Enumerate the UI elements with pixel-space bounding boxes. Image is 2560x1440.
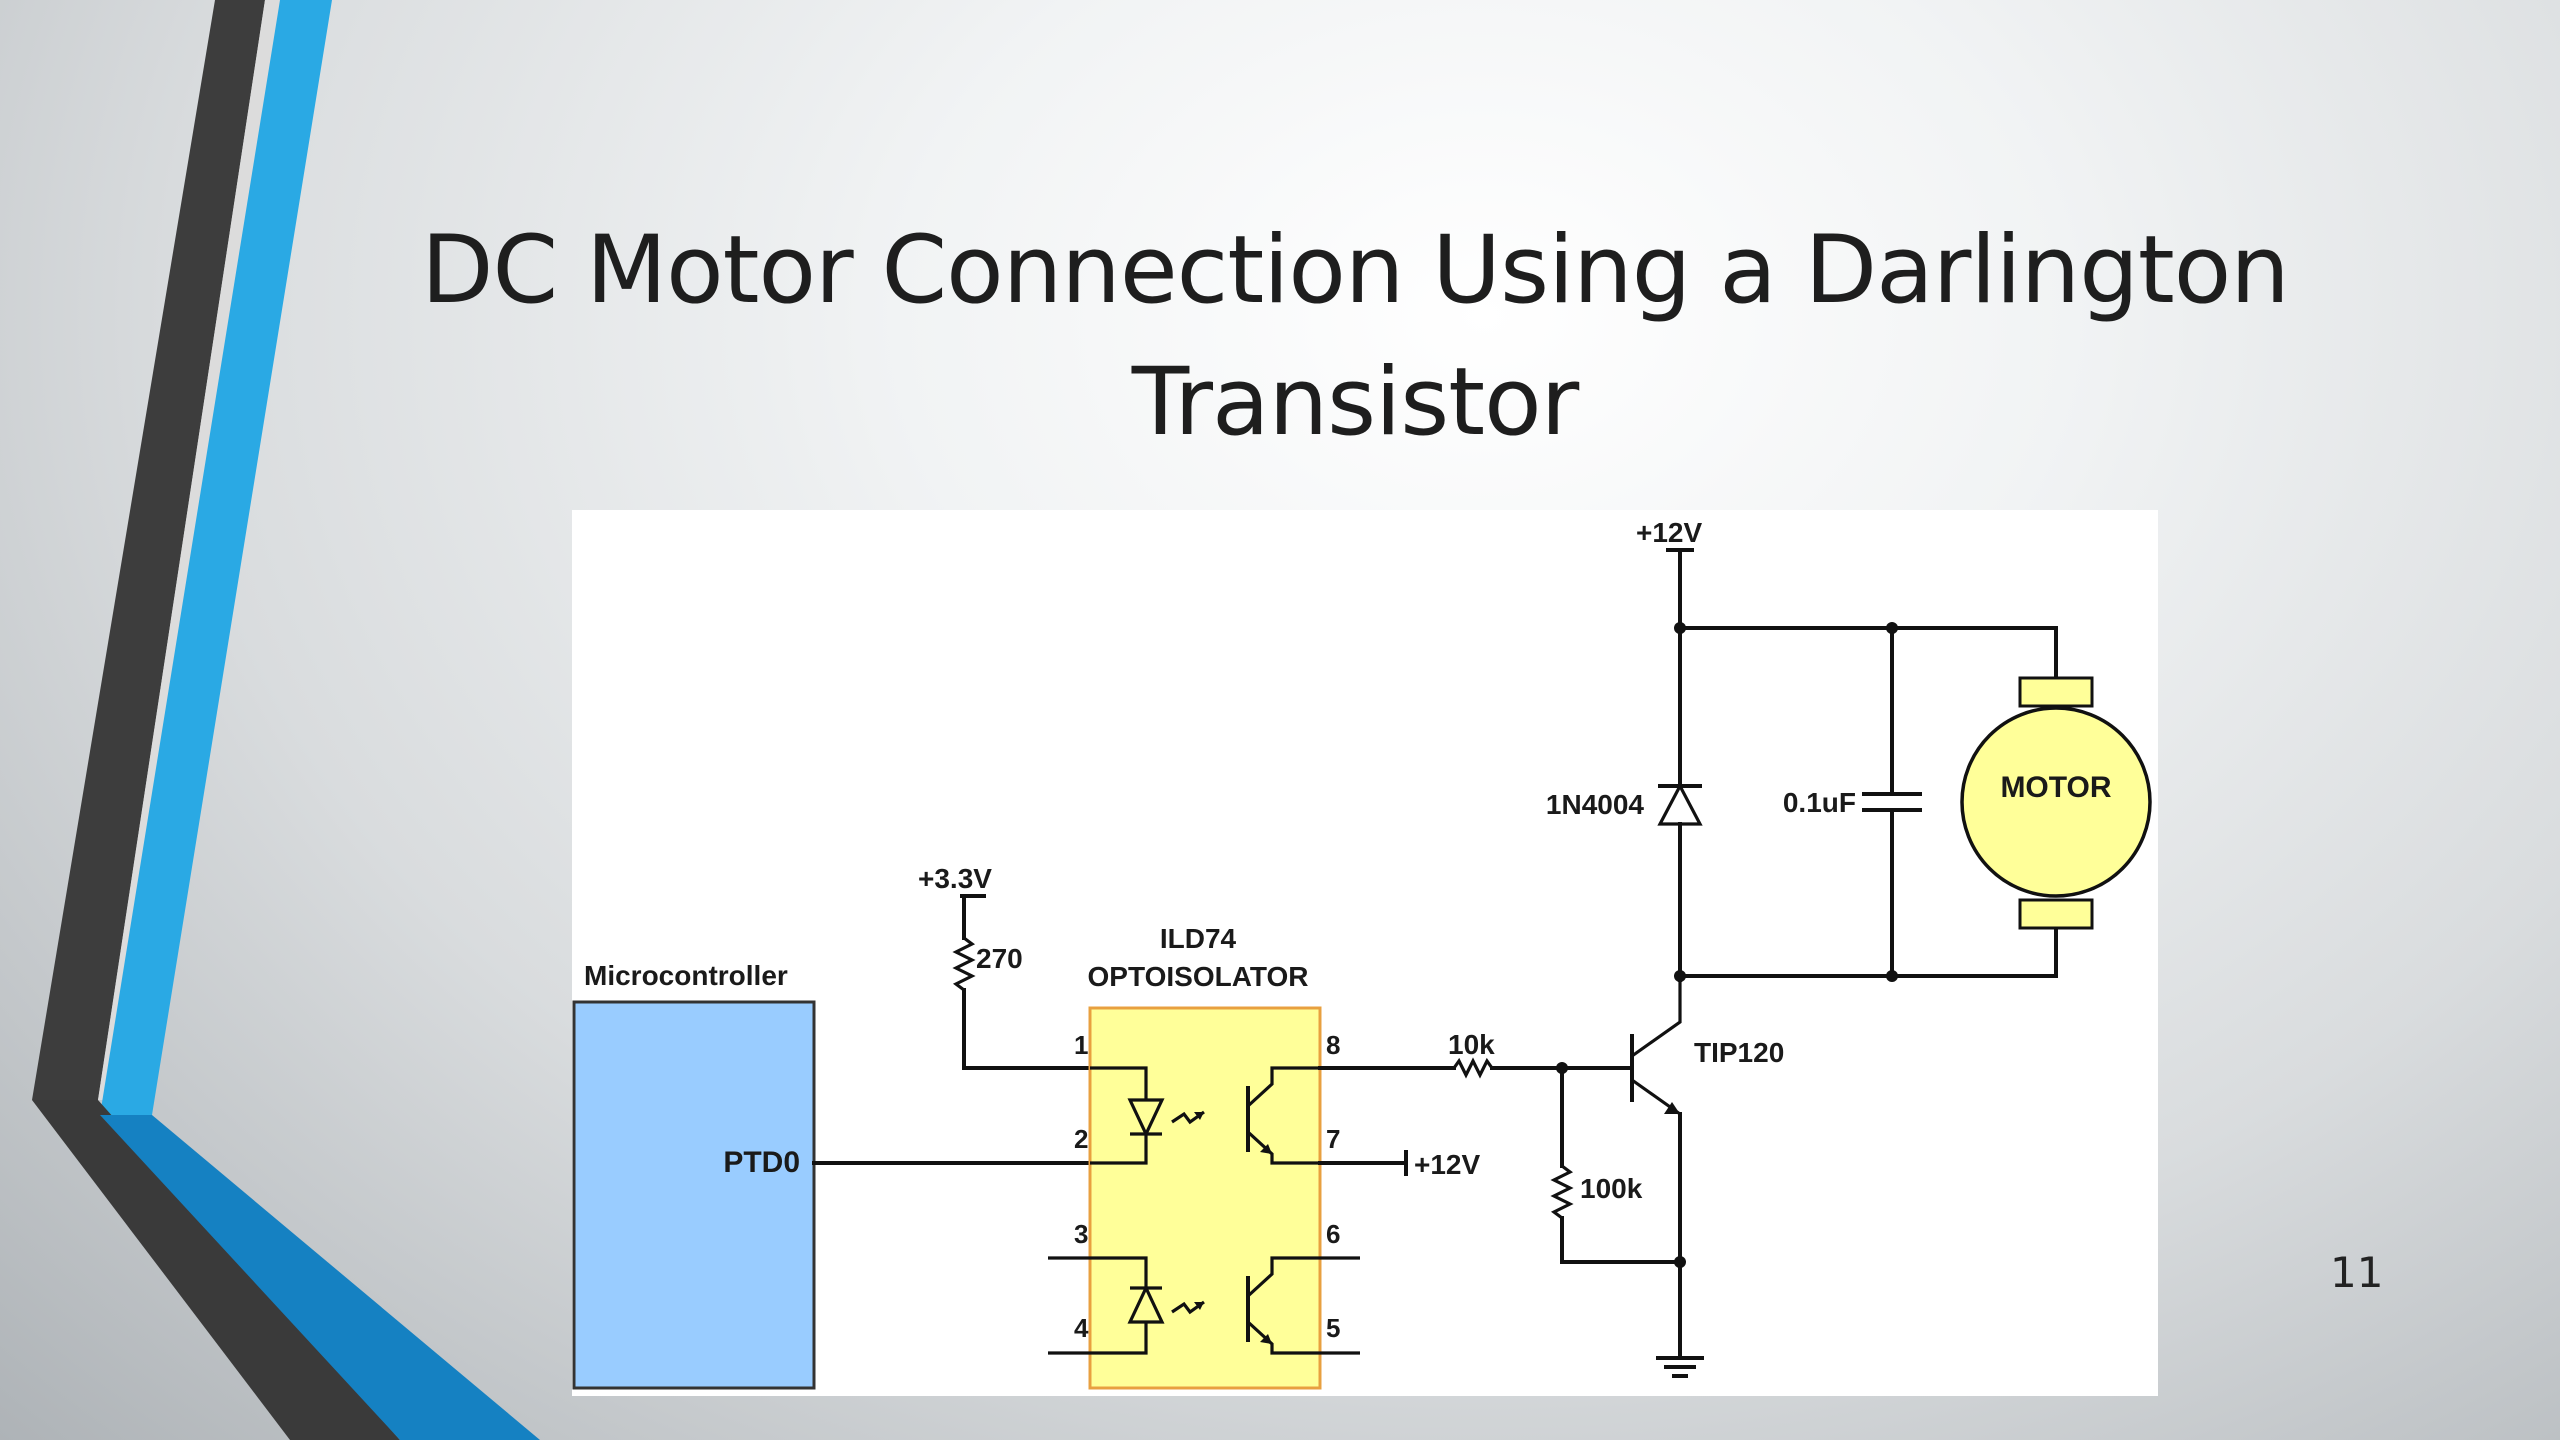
motor-top-terminal <box>2018 676 2094 708</box>
resistor-100k-icon <box>1550 1164 1574 1220</box>
diode-icon <box>1657 782 1703 826</box>
dark-stripe-upper <box>32 0 265 1100</box>
wire-bottom-rail <box>1678 926 2058 978</box>
transistor-label: TIP120 <box>1694 1037 1784 1068</box>
capacitor-label: 0.1uF <box>1783 787 1856 818</box>
slide-title: DC Motor Connection Using a Darlington T… <box>421 216 2290 457</box>
supply-3v3-label: +3.3V <box>918 863 992 894</box>
light-arrows-icon <box>1171 1110 1205 1125</box>
dark-stripe-lower <box>32 1100 400 1440</box>
blue-stripe-lower <box>100 1115 540 1440</box>
supply-12v-top-label: +12V <box>1636 517 1702 548</box>
led-icon <box>1048 1256 1165 1355</box>
opto-pin-5: 5 <box>1326 1313 1340 1343</box>
opto-pin-2: 2 <box>1074 1124 1088 1154</box>
resistor-270-icon <box>952 936 976 992</box>
microcontroller-block <box>572 1000 816 1390</box>
motor-icon <box>1960 706 2152 898</box>
wire-100k-ground <box>1560 1216 1682 1264</box>
opto-pin-4: 4 <box>1074 1313 1089 1343</box>
opto-pin-8: 8 <box>1326 1030 1340 1060</box>
light-gap-stripe <box>98 0 280 1100</box>
opto-pin-7: 7 <box>1326 1124 1340 1154</box>
opto-part-label: ILD74 <box>1160 923 1237 954</box>
blue-stripe-upper <box>100 0 332 1115</box>
opto-pin-6: 6 <box>1326 1219 1340 1249</box>
resistor-270-label: 270 <box>976 943 1023 974</box>
phototransistor-icon <box>1246 1256 1360 1355</box>
microcontroller-label: Microcontroller <box>584 960 788 991</box>
circuit-diagram: Microcontroller PTD0 +3.3V 270 ILD74 OPT… <box>572 510 2158 1396</box>
darlington-transistor-icon <box>1630 980 1682 1116</box>
diode-label: 1N4004 <box>1546 789 1645 820</box>
wire-270-pin1 <box>962 988 1092 1070</box>
ground-icon <box>1656 1356 1704 1378</box>
microcontroller-pin-label: PTD0 <box>723 1146 800 1179</box>
optoisolator-block <box>1088 1006 1322 1390</box>
opto-type-label: OPTOISOLATOR <box>1088 961 1309 992</box>
phototransistor-icon <box>1246 1066 1320 1165</box>
resistor-10k-icon <box>1452 1057 1494 1079</box>
resistor-10k-label: 10k <box>1448 1029 1495 1060</box>
opto-pin-1: 1 <box>1074 1030 1088 1060</box>
supply-12v-pin7-label: +12V <box>1414 1149 1480 1180</box>
capacitor-icon <box>1862 792 1922 812</box>
motor-label: MOTOR <box>2000 771 2111 804</box>
wire-top-rail <box>1678 626 2058 680</box>
motor-bottom-terminal <box>2018 898 2094 930</box>
opto-pin-3: 3 <box>1074 1219 1088 1249</box>
slide-number: 11 <box>2330 1248 2384 1297</box>
light-arrows-icon <box>1171 1300 1205 1315</box>
resistor-100k-label: 100k <box>1580 1173 1643 1204</box>
led-icon <box>1090 1066 1165 1165</box>
